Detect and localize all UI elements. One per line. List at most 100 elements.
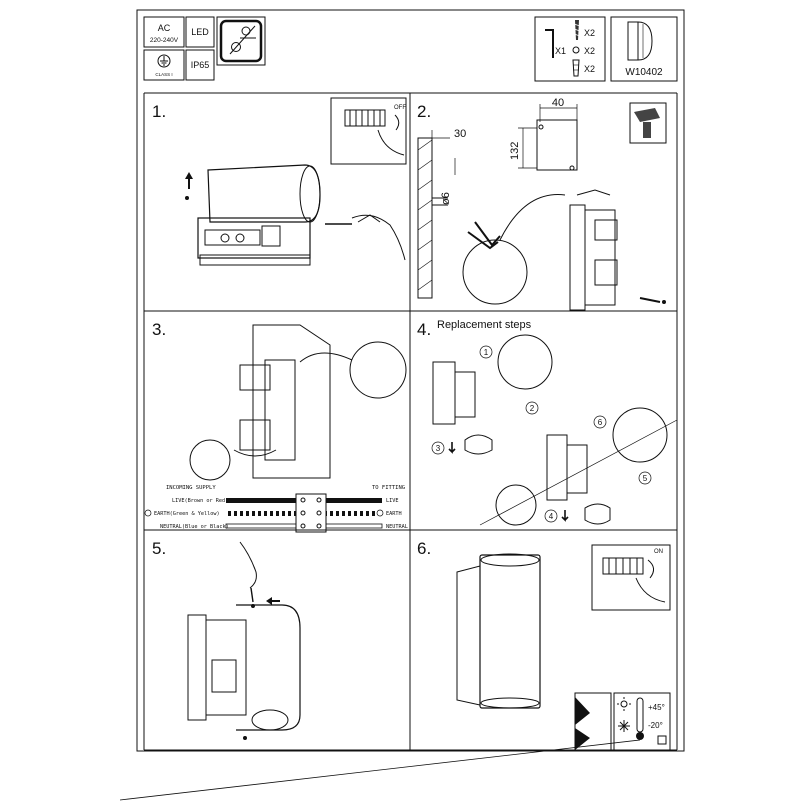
step-4-title: Replacement steps xyxy=(437,319,532,331)
finished-lamp-drawing xyxy=(456,553,541,709)
step-1-lamp-drawing xyxy=(197,164,321,266)
class-label: CLASS I xyxy=(155,72,172,77)
led-box xyxy=(185,16,215,48)
pliers-icon xyxy=(467,221,501,250)
bracket-drawing xyxy=(569,189,618,311)
terminal-block-on-icon xyxy=(602,557,666,603)
ac-label: AC xyxy=(158,23,171,33)
accessories-box xyxy=(534,16,606,82)
live-right-label: LIVE xyxy=(386,498,399,504)
switch-on-label: ON xyxy=(654,549,663,555)
not-dimmable-box xyxy=(216,16,266,66)
step-5-hand-screwdriver xyxy=(239,541,257,608)
switch-inset xyxy=(349,341,407,399)
not-dimmable-icon xyxy=(219,19,263,63)
step-4-circle-2: 2 xyxy=(530,404,535,413)
detail-circle xyxy=(462,239,528,305)
step-4-circle-3: 3 xyxy=(436,444,441,453)
ground-symbol-icon xyxy=(157,54,171,68)
earth-wire-left xyxy=(226,511,296,516)
step-5-number: 5. xyxy=(152,539,166,558)
step-4-circle-5: 5 xyxy=(643,474,648,483)
earth-symbol-right-icon xyxy=(376,509,384,517)
step-1: 1. OFF xyxy=(152,97,407,266)
ip-rating: IP65 xyxy=(191,60,210,70)
class-box xyxy=(143,49,185,81)
screw-icon xyxy=(573,20,581,40)
temp-min: -20° xyxy=(648,721,663,730)
step-6: 6. ON xyxy=(417,539,671,751)
to-fitting-label: TO FITTING xyxy=(372,485,405,491)
step-5-lamp-drawing xyxy=(187,604,301,731)
light-beam-icon xyxy=(574,692,612,751)
neutral-wire-left xyxy=(225,523,297,529)
allen-key-icon xyxy=(545,29,554,58)
snowflake-icon xyxy=(618,720,630,732)
model-box xyxy=(610,16,678,82)
live-wire-left xyxy=(226,498,296,503)
earth-right-label: EARTH xyxy=(386,511,402,517)
incoming-label: INCOMING SUPPLY xyxy=(166,485,216,491)
up-arrow-icon xyxy=(185,172,193,189)
washer-icon xyxy=(572,46,580,54)
temperature-box xyxy=(613,692,671,751)
down-arrow-4-icon xyxy=(561,510,569,522)
qty-screw: X2 xyxy=(584,28,595,38)
step-2-number: 2. xyxy=(417,102,431,121)
step-2: 2. 30 ø6 xyxy=(417,97,667,311)
dim-drill-label: ø6 xyxy=(440,192,452,205)
live-left-label: LIVE(Brown or Red) xyxy=(172,498,228,504)
screwdriver-hand-icon xyxy=(325,214,406,261)
sun-icon xyxy=(617,697,631,711)
temp-max: +45° xyxy=(648,703,665,712)
live-wire-right xyxy=(326,498,382,503)
dim-offset xyxy=(420,130,450,145)
earth-symbol-icon xyxy=(144,509,152,517)
neutral-wire-right xyxy=(325,523,383,529)
voltage-label: 220-240V xyxy=(150,37,179,44)
qty-washer: X2 xyxy=(584,46,595,56)
step-4-inset-bottom xyxy=(495,484,537,526)
step-4-circle-6: 6 xyxy=(598,418,603,427)
step-3: 3. INCOMING SUPPLY TO FITTING LIVE(Brown… xyxy=(144,320,408,533)
model-number: W10402 xyxy=(625,67,663,78)
step-3-lamp-drawing xyxy=(233,324,331,479)
earth-wire-right xyxy=(326,511,378,516)
wall-section xyxy=(417,137,448,299)
step-4: 4. Replacement steps 1 2 3 4 5 6 xyxy=(417,319,678,526)
step-5: 5. xyxy=(152,539,301,740)
step-4-inset-top xyxy=(497,334,553,390)
down-arrow-3-icon xyxy=(448,442,456,454)
qty-anchor: X2 xyxy=(584,64,595,74)
step-1-number: 1. xyxy=(152,102,166,121)
mounting-template xyxy=(518,104,578,171)
screw-detail-icon xyxy=(639,297,666,304)
header: AC 220-240V LED CLASS I IP65 X1 xyxy=(143,16,678,82)
wall-anchor-icon xyxy=(572,59,580,77)
step-6-number: 6. xyxy=(417,539,431,558)
step-4-number: 4. xyxy=(417,320,431,339)
dim-offset-label: 30 xyxy=(454,128,466,140)
page-frame xyxy=(136,9,685,752)
wiring-diagram: INCOMING SUPPLY TO FITTING LIVE(Brown or… xyxy=(144,485,408,533)
qty-key: X1 xyxy=(555,46,566,56)
step-3-number: 3. xyxy=(152,320,166,339)
step-5-arrow-icon xyxy=(266,597,280,605)
step-4-lamp-a xyxy=(432,361,493,455)
step-1-inset xyxy=(330,97,407,165)
led-label: LED xyxy=(191,27,209,37)
dim-width-label: 40 xyxy=(552,97,564,109)
switch-arrow-icon xyxy=(394,114,400,131)
scan-line xyxy=(119,739,641,801)
connector-inset xyxy=(189,439,231,481)
thermometer-icon xyxy=(636,697,644,740)
product-icon xyxy=(627,21,653,61)
step-5-bottom-screw-icon xyxy=(243,736,247,740)
ip-box xyxy=(185,49,215,81)
terminal-block-icon xyxy=(344,109,405,156)
step-4-inset-right xyxy=(612,407,668,463)
terminal-block xyxy=(295,493,327,533)
neutral-right-label: NEUTRAL xyxy=(386,524,408,530)
switch-off-label: OFF xyxy=(394,105,406,111)
